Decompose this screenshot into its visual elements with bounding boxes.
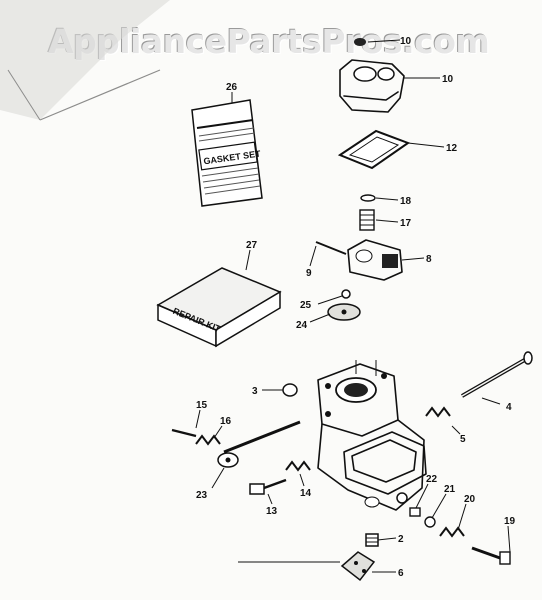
needle-seat-parts (359, 194, 376, 231)
callout-10-top: 10 (400, 36, 412, 47)
idle-screw-assembly (249, 460, 311, 495)
idle-lever-assembly (171, 420, 301, 468)
callout-22: 22 (426, 474, 438, 485)
callout-24: 24 (296, 320, 308, 331)
carburetor-body (317, 360, 427, 511)
throttle-shaft (461, 351, 533, 398)
callout-23: 23 (196, 490, 208, 501)
washer-3 (282, 383, 298, 397)
callout-18: 18 (400, 196, 412, 207)
callout-26: 26 (226, 82, 238, 93)
float-assembly (315, 239, 403, 281)
callout-27: 27 (246, 240, 258, 251)
callout-15: 15 (196, 400, 208, 411)
print-noise (0, 0, 170, 121)
callout-2: 2 (398, 534, 404, 545)
callout-13: 13 (266, 506, 278, 517)
callout-3: 3 (252, 386, 258, 397)
gasket-set-package: GASKET SET (191, 99, 263, 207)
callout-21: 21 (444, 484, 456, 495)
callout-4: 4 (506, 402, 512, 413)
screw-and-plate (327, 289, 361, 321)
callout-16: 16 (220, 416, 232, 427)
leader-lines (195, 39, 511, 573)
callout-9: 9 (306, 268, 312, 279)
callout-5: 5 (460, 434, 466, 445)
spring-5 (425, 406, 451, 418)
callout-17: 17 (400, 218, 412, 229)
callout-25: 25 (300, 300, 312, 311)
fuel-inlet-fitting (339, 38, 405, 113)
callout-14: 14 (300, 488, 312, 499)
callout-20: 20 (464, 494, 476, 505)
callout-12: 12 (446, 143, 458, 154)
callout-19: 19 (504, 516, 516, 527)
callouts: 10 10 12 26 18 17 27 9 8 25 24 3 4 5 15 … (196, 36, 516, 579)
mixture-screw-assembly (409, 507, 511, 565)
callout-8: 8 (426, 254, 432, 265)
callout-10: 10 (442, 74, 454, 85)
repair-kit-box: REPAIR KIT (156, 267, 282, 348)
callout-6: 6 (398, 568, 404, 579)
bottom-parts (340, 533, 379, 582)
gasket-12 (337, 129, 411, 170)
